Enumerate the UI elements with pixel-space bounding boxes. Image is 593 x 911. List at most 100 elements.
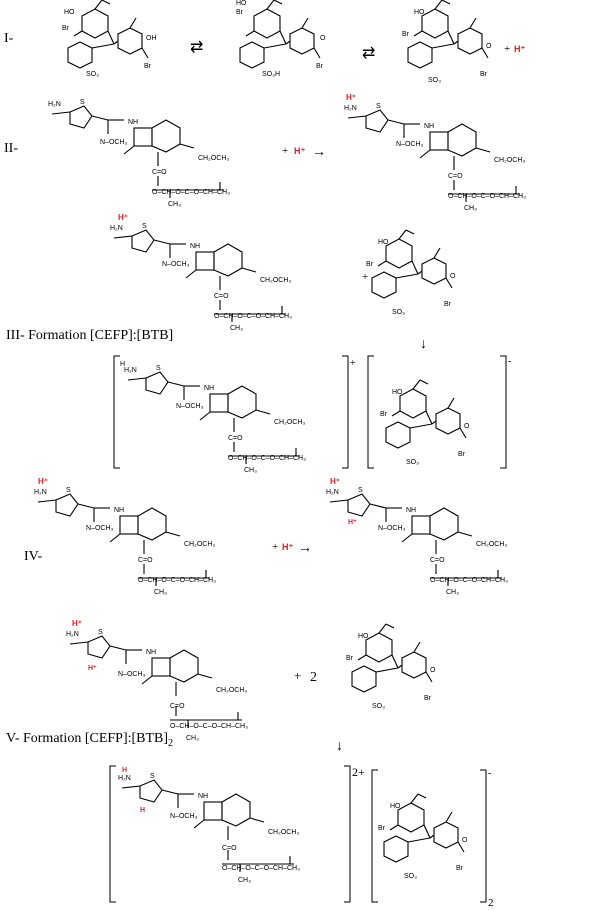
- atom-co: C=O: [138, 557, 153, 564]
- atom-br: Br: [62, 25, 70, 32]
- cefp-diprotonated: H⁺ H₂N S NH N–OCH₃ CH₂OCH₃ C=O O–CH–O–C–…: [326, 487, 508, 596]
- bracket-right: [342, 355, 349, 469]
- atom-ch3: CH₃: [238, 877, 251, 884]
- atom-br: Br: [316, 63, 324, 70]
- atom-br: Br: [456, 865, 464, 872]
- plus-sign: +: [272, 541, 278, 553]
- atom-co: C=O: [170, 703, 185, 710]
- atom-ch2och3: CH₂OCH₃: [274, 419, 305, 426]
- proton-h-plus: H⁺: [348, 519, 357, 526]
- atom-o: O: [430, 667, 436, 674]
- atom-noch3: N–OCH₃: [86, 525, 114, 532]
- subscript-two: 2: [488, 897, 494, 909]
- atom-ester: O–CH–O–C–O–CH–CH₃: [214, 313, 292, 320]
- atom-so3: SO₃: [372, 703, 385, 710]
- step-label-1: I-: [4, 31, 14, 46]
- atom-ester: O–CH–O–C–O–CH–CH₃: [222, 865, 300, 872]
- proton-h-plus: H⁺: [330, 477, 340, 486]
- atom-s: S: [98, 629, 103, 636]
- cefp-protonated: H₂N S NH N–OCH₃ CH₂OCH₃ C=O O–CH–O–C–O–C…: [110, 223, 292, 332]
- atom-br: Br: [480, 71, 488, 78]
- atom-noch3: N–OCH₃: [170, 813, 198, 820]
- atom-ester: O–CH–O–C–O–CH–CH₃: [448, 193, 526, 200]
- atom-ch2och3: CH₂OCH₃: [476, 541, 507, 548]
- atom-s: S: [358, 487, 363, 494]
- atom-h2n: H₂N: [66, 631, 79, 638]
- cefp-dication: H H H₂N S NH N–OCH₃ CH₂OCH₃ C=O O–CH–O–C…: [118, 767, 300, 884]
- cefp-protonated: H₂N S NH N–OCH₃ CH₂OCH₃ C=O O–CH–O–C–O–C…: [34, 487, 216, 596]
- atom-br: Br: [366, 261, 374, 268]
- atom-br: Br: [144, 63, 152, 70]
- step-label-5: V- Formation [CEFP]:[BTB]2: [6, 731, 173, 749]
- atom-ho: HO: [358, 633, 369, 640]
- atom-co: C=O: [228, 435, 243, 442]
- atom-ester: O–CH–O–C–O–CH–CH₃: [152, 189, 230, 196]
- atom-s: S: [156, 365, 161, 372]
- atom-ch3: CH₃: [186, 735, 199, 742]
- step-label-2: II-: [4, 141, 18, 156]
- atom-h2n: H₂N: [110, 225, 123, 232]
- atom-br: Br: [458, 451, 466, 458]
- atom-ch2och3: CH₂OCH₃: [198, 155, 229, 162]
- atom-noch3: N–OCH₃: [100, 139, 128, 146]
- atom-nh: NH: [114, 507, 124, 514]
- atom-oh: OH: [146, 35, 157, 42]
- reaction-arrow: →: [298, 541, 312, 556]
- atom-co: C=O: [152, 169, 167, 176]
- reaction-arrow: →: [312, 145, 326, 160]
- atom-nh: NH: [424, 123, 434, 130]
- atom-ester: O–CH–O–C–O–CH–CH₃: [170, 723, 248, 730]
- proton-h-plus: H⁺: [88, 665, 97, 672]
- equilibrium-arrow: ⇄: [362, 45, 375, 62]
- atom-h: H: [122, 767, 127, 774]
- step-label-3: III- Formation [CEFP]:[BTB]: [6, 328, 173, 343]
- charge-minus: -: [508, 356, 511, 367]
- proton-h-plus: H⁺: [72, 619, 82, 628]
- atom-noch3: N–OCH₃: [118, 671, 146, 678]
- atom-ho: HO: [236, 0, 247, 7]
- atom-h: H: [140, 807, 145, 814]
- atom-ch2och3: CH₂OCH₃: [216, 687, 247, 694]
- atom-co: C=O: [448, 173, 463, 180]
- atom-ch3: CH₃: [446, 589, 459, 596]
- atom-ch3: CH₃: [168, 201, 181, 208]
- atom-o: O: [464, 423, 470, 430]
- atom-ch3: CH₃: [244, 467, 257, 474]
- bracket-left: [367, 355, 374, 469]
- equilibrium-arrow: ⇄: [190, 39, 203, 56]
- bracket-left: [371, 769, 378, 903]
- plus-sign: +: [504, 43, 510, 55]
- reaction-arrow-down: ↓: [336, 739, 343, 754]
- atom-h2n: H₂N: [344, 105, 357, 112]
- proton-h-plus: H⁺: [514, 44, 525, 54]
- btb-anion: HO Br O Br SO₃: [346, 623, 436, 710]
- atom-s: S: [66, 487, 71, 494]
- proton-h-plus: H⁺: [346, 93, 356, 102]
- atom-nh: NH: [198, 793, 208, 800]
- plus-sign: +: [282, 145, 288, 157]
- atom-so3: SO₃: [406, 459, 419, 466]
- atom-o: O: [450, 273, 456, 280]
- atom-h2n: H₂N: [118, 775, 131, 782]
- bracket-right: [500, 355, 507, 469]
- atom-s: S: [376, 103, 381, 110]
- bracket-right: [344, 765, 351, 903]
- btb-basic-form: HO Br O Br SO₃: [402, 0, 492, 84]
- atom-h2n: H₂N: [34, 489, 47, 496]
- atom-nh: NH: [406, 507, 416, 514]
- charge-plus: +: [350, 358, 356, 369]
- atom-br: Br: [378, 825, 386, 832]
- atom-ch2och3: CH₂OCH₃: [260, 277, 291, 284]
- atom-ho: HO: [64, 9, 75, 16]
- plus-sign: +: [294, 668, 301, 683]
- atom-ch3: CH₃: [464, 205, 477, 212]
- atom-so3: SO₃: [404, 873, 417, 880]
- bracket-right: [480, 769, 487, 903]
- proton-h-plus: H⁺: [282, 542, 293, 552]
- atom-o: O: [486, 43, 492, 50]
- atom-ch3: CH₃: [154, 589, 167, 596]
- atom-o: O: [462, 837, 468, 844]
- btb-intermediate: Br HO O Br SO₃H: [236, 0, 326, 78]
- proton-h-plus: H⁺: [294, 146, 305, 156]
- atom-so3: SO₃: [86, 71, 99, 78]
